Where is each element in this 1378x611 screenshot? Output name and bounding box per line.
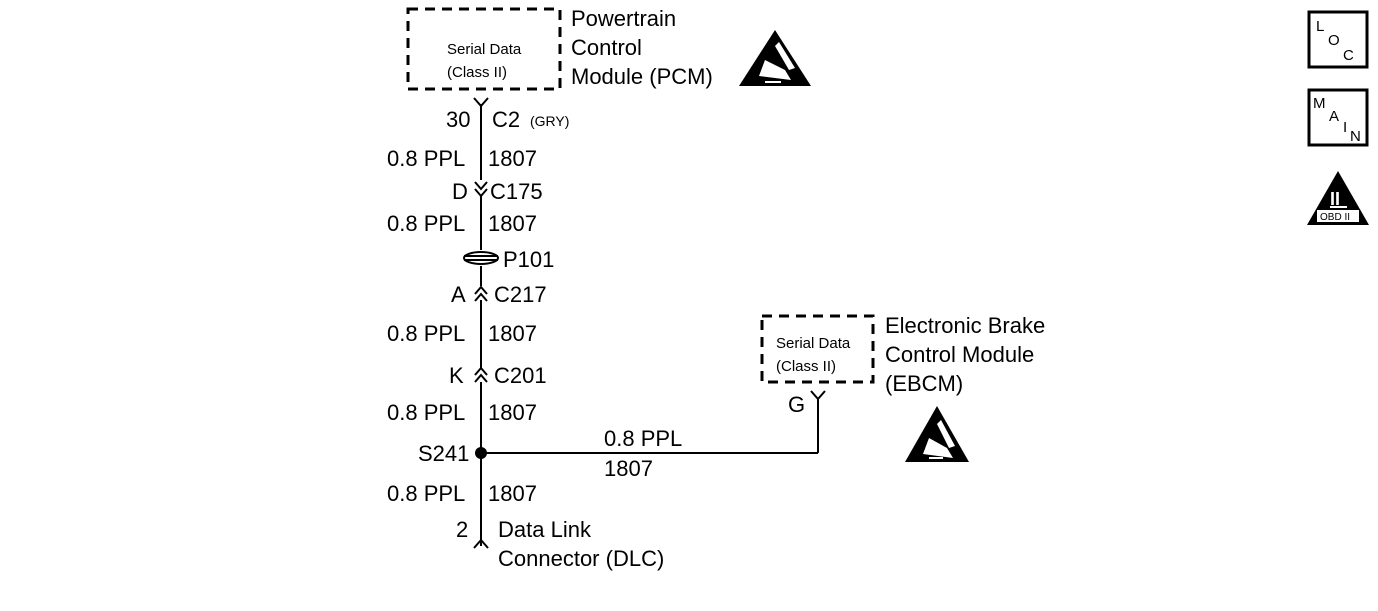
esd-warning-icon [905,406,969,462]
wire-segment-3: 0.8 PPL 1807 [387,321,537,346]
dlc-name-line1: Data Link [498,517,592,542]
pcm-pin-30: 30 [446,107,470,132]
connector-p101[interactable]: P101 [463,247,554,272]
wire-segment-5: 0.8 PPL 1807 [387,481,537,506]
obd-numeral: II [1330,189,1340,209]
pass-through-grommet-icon [463,251,499,265]
wire-circuit-number: 1807 [488,321,537,346]
svg-text:I: I [1343,119,1347,136]
connector-c201[interactable]: K C201 [449,363,547,388]
pcm-connector-c2[interactable]: 30 C2 (GRY) [446,97,569,132]
splice-s241[interactable]: S241 [418,441,487,466]
connector-c2-symbol [473,97,489,108]
connector-c217-pin: A [451,282,466,307]
pcm-connector-color: (GRY) [530,113,569,129]
pcm-inner-line1: Serial Data [447,41,522,58]
svg-text:A: A [1329,108,1339,125]
connector-c201-name: C201 [494,363,547,388]
connector-p101-name: P101 [503,247,554,272]
ebcm-connector-g[interactable]: G [788,390,826,417]
splice-name: S241 [418,441,469,466]
loc-icon[interactable]: L O C [1307,10,1369,69]
wire-gauge-color: 0.8 PPL [387,400,465,425]
connector-c201-symbol [474,366,488,383]
wire-gauge-color: 0.8 PPL [387,321,465,346]
obd-ii-icon[interactable]: II OBD II [1307,171,1369,225]
pcm-inner-line2: (Class II) [447,64,507,81]
svg-text:N: N [1350,128,1361,145]
wire-circuit-number: 1807 [488,211,537,236]
main-icon[interactable]: M A I N [1307,88,1369,147]
wire-gauge-color: 0.8 PPL [387,211,465,236]
wire-circuit-number: 1807 [488,481,537,506]
pcm-connector-name: C2 [492,107,520,132]
connector-c217-symbol [474,285,488,302]
ebcm-module[interactable]: Serial Data (Class II) Electronic Brake … [760,313,1045,396]
wire-circuit-number: 1807 [488,400,537,425]
obd-label: OBD II [1320,212,1350,223]
svg-text:C: C [1343,47,1354,64]
svg-text:M: M [1313,95,1326,112]
pcm-name-line2: Control [571,35,642,60]
ebcm-name-line3: (EBCM) [885,371,963,396]
svg-text:L: L [1316,18,1324,35]
esd-warning-icon [739,30,811,86]
wire-gauge-color: 0.8 PPL [387,481,465,506]
connector-c175-pin: D [452,179,468,204]
data-link-connector[interactable]: 2 Data Link Connector (DLC) [456,517,664,571]
ebcm-inner-line2: (Class II) [776,358,836,375]
connector-c175-name: C175 [490,179,543,204]
wire-circuit-number: 1807 [488,146,537,171]
ebcm-dashed-box [760,314,875,384]
ebcm-name-line2: Control Module [885,342,1034,367]
connector-c175[interactable]: D C175 [452,179,543,204]
pcm-module[interactable]: Serial Data (Class II) Powertrain Contro… [406,6,713,91]
ebcm-inner-line1: Serial Data [776,335,851,352]
connector-c217[interactable]: A C217 [451,282,547,307]
dlc-name-line2: Connector (DLC) [498,546,664,571]
pcm-name-line1: Powertrain [571,6,676,31]
connector-g-symbol [810,390,826,401]
wire-segment-4: 0.8 PPL 1807 [387,400,537,425]
ebcm-name-line1: Electronic Brake [885,313,1045,338]
ebcm-pin-g: G [788,392,805,417]
pcm-name-line3: Module (PCM) [571,64,713,89]
branch-wire: 0.8 PPL 1807 [481,398,819,481]
branch-wire-circuit: 1807 [604,456,653,481]
dlc-connector-symbol [473,538,489,549]
dlc-pin: 2 [456,517,468,542]
connector-c175-symbol [474,181,488,198]
wire-segment-1: 0.8 PPL 1807 [387,146,537,171]
svg-text:O: O [1328,32,1340,49]
branch-wire-gauge-color: 0.8 PPL [604,426,682,451]
pcm-dashed-box [406,7,562,91]
connector-c217-name: C217 [494,282,547,307]
wire-gauge-color: 0.8 PPL [387,146,465,171]
wire-segment-2: 0.8 PPL 1807 [387,211,537,236]
connector-c201-pin: K [449,363,464,388]
obd-label-box [1317,210,1359,222]
